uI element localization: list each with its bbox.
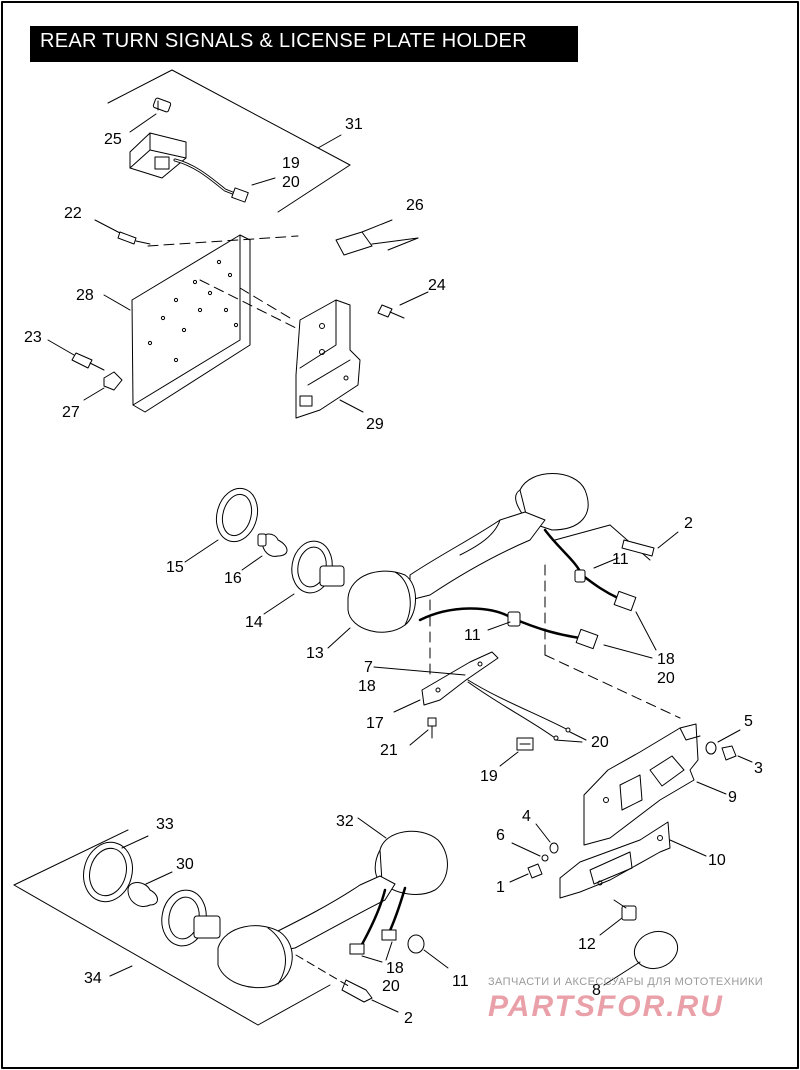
callout-22: 22: [64, 205, 82, 222]
callout-25: 25: [104, 131, 122, 148]
callout-18-mid: 18: [657, 651, 675, 668]
callout-18-bracket: 18: [358, 678, 376, 695]
screw-23: [47, 339, 105, 371]
callout-21: 21: [380, 742, 398, 759]
callout-19: 19: [282, 155, 300, 172]
wire-bracket-17: [373, 651, 587, 743]
turn-signal-bar-32: [217, 817, 448, 989]
callout-4: 4: [522, 808, 531, 825]
callout-14: 14: [245, 614, 263, 631]
screw-22: [94, 219, 151, 245]
callout-12: 12: [578, 936, 596, 953]
callout-11-lower: 11: [452, 973, 469, 990]
callout-13: 13: [306, 645, 324, 662]
callout-18-lower: 18: [386, 960, 404, 977]
screw-12: [599, 899, 637, 936]
turn-signal-bar-13: [327, 473, 681, 719]
callout-30: 30: [176, 856, 194, 873]
callout-11-upper: 11: [612, 551, 629, 568]
callout-32: 32: [336, 813, 354, 830]
callout-7: 7: [364, 659, 373, 676]
connector-19: [499, 737, 534, 767]
callout-2-upper: 2: [684, 515, 693, 532]
screw-24: [377, 291, 429, 319]
nut-3: [721, 745, 753, 763]
watermark-tagline: ЗАПЧАСТИ И АКСЕССУАРЫ ДЛЯ МОТОТЕХНИКИ: [488, 976, 764, 988]
lower-bracket-10: [559, 821, 707, 899]
callout-16: 16: [224, 570, 242, 587]
bulb-30: [127, 871, 173, 907]
callout-10: 10: [708, 852, 726, 869]
callout-20-wire: 20: [591, 734, 609, 751]
callout-27: 27: [62, 404, 80, 421]
screw-21: [409, 717, 437, 746]
washer-4: [535, 823, 559, 854]
lens-33: [83, 835, 149, 903]
callout-17: 17: [366, 715, 384, 732]
callout-15: 15: [166, 559, 184, 576]
screw-2-upper: [621, 531, 679, 557]
callout-5: 5: [744, 713, 753, 730]
socket-14: [263, 540, 345, 615]
title-bar: REAR TURN SIGNALS & LICENSE PLATE HOLDER: [30, 26, 578, 62]
callout-19-connector: 19: [480, 768, 498, 785]
callout-1: 1: [496, 879, 505, 896]
screw-1: [509, 863, 543, 883]
watermark-logo: PARTSFOR.RU: [488, 990, 724, 1023]
callout-3: 3: [754, 760, 763, 777]
lamp-bracket-29: [295, 299, 364, 419]
grommet-11-lower: [407, 934, 449, 969]
page-title: REAR TURN SIGNALS & LICENSE PLATE HOLDER: [40, 30, 527, 52]
callout-26: 26: [406, 197, 424, 214]
group-31-bracket: [107, 69, 351, 213]
callout-28: 28: [76, 287, 94, 304]
plate-bracket-28: [103, 234, 301, 413]
washer-6: [511, 842, 549, 862]
nut-27: [83, 371, 123, 401]
callout-20-lower: 20: [382, 978, 400, 995]
screw-2-lower: [295, 954, 399, 1013]
callout-11-mid: 11: [464, 627, 481, 644]
mount-bracket-9: [583, 723, 727, 846]
bulb-16: [241, 533, 288, 571]
callout-20: 20: [282, 174, 300, 191]
callout-31: 31: [345, 116, 363, 133]
callout-9: 9: [728, 789, 737, 806]
callout-20-mid: 20: [657, 670, 675, 687]
callout-33: 33: [156, 816, 174, 833]
license-lamp-housing: [129, 132, 276, 203]
lens-ring-15: [184, 487, 259, 563]
socket-lower: [161, 889, 221, 947]
callout-24: 24: [428, 277, 446, 294]
callout-6: 6: [496, 827, 505, 844]
callout-2-lower: 2: [404, 1010, 413, 1027]
callout-29: 29: [366, 416, 384, 433]
group-34-bracket: [13, 829, 331, 1026]
callout-8: 8: [592, 982, 601, 999]
callout-23: 23: [24, 329, 42, 346]
bulb-25: [129, 97, 172, 133]
decal-26: [335, 219, 419, 256]
washer-5: [705, 729, 741, 755]
reflector-8: [603, 930, 679, 986]
callout-34: 34: [84, 970, 102, 987]
